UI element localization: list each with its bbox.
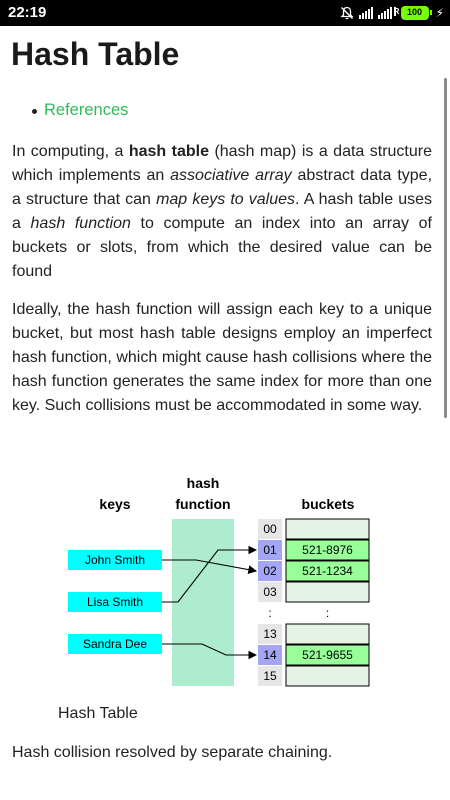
charging-icon: ⚡	[435, 6, 444, 20]
bucket-value: 521-8976	[302, 543, 353, 557]
hash-table-diagram-svg: keys hash function buckets 00 01 521-8976 02 521…	[68, 475, 370, 687]
bucket-cell	[285, 560, 370, 582]
figure-caption: Hash Table	[58, 705, 138, 722]
references-list: References	[32, 101, 129, 120]
bucket-cell	[285, 665, 370, 687]
index-cell	[258, 645, 282, 665]
status-bar: 22:19 R 100 ⚡	[0, 0, 450, 26]
references-link[interactable]: References	[44, 101, 129, 119]
status-time: 22:19	[8, 4, 47, 21]
john-smith-arrow	[162, 559, 258, 574]
index-label: 02	[263, 564, 277, 578]
index-label: 14	[263, 648, 277, 662]
italic-term: hash function	[30, 215, 131, 232]
index-label: 03	[263, 585, 277, 599]
signal-strength-roaming-icon: R	[377, 7, 399, 19]
key-label: John Smith	[85, 553, 145, 567]
index-label: 00	[263, 522, 277, 536]
keys-header: keys	[99, 496, 130, 512]
bucket-value: 521-9655	[302, 648, 353, 662]
lisa-smith-arrow	[162, 545, 258, 603]
hash-function-band	[172, 519, 234, 686]
key-box	[68, 550, 162, 570]
index-cell	[258, 582, 282, 602]
index-cell	[258, 561, 282, 581]
sandra-dee-arrow	[162, 643, 258, 660]
paragraph-text: (hash map) is a data structure which imp…	[12, 143, 433, 184]
status-icons: R 100 ⚡	[339, 4, 444, 22]
italic-term: map keys to values	[156, 191, 296, 208]
intro-paragraph: In computing, a hash table (hash map) is…	[12, 140, 432, 284]
paragraph-text: In computing, a	[12, 143, 129, 160]
battery-icon: 100	[400, 6, 432, 20]
index-cell	[258, 624, 282, 644]
index-ellipsis: :	[268, 606, 271, 620]
signal-strength-icon	[358, 7, 373, 19]
collision-paragraph: Ideally, the hash function will assign e…	[12, 301, 432, 414]
scrollbar[interactable]	[444, 78, 447, 418]
hash-function-header-line1: hash	[187, 475, 220, 491]
paragraph-text: to compute an index into an array of buc…	[12, 215, 433, 280]
index-cell	[258, 540, 282, 560]
index-label: 13	[263, 627, 277, 641]
index-cell	[258, 519, 282, 539]
hash-table-diagram: keys hash function buckets 00 01 521-8976 02 521…	[60, 470, 390, 690]
bucket-cell	[285, 581, 370, 603]
list-bullet	[32, 109, 37, 114]
page-title: Hash Table	[11, 36, 180, 72]
key-box	[68, 592, 162, 612]
hash-function-header-line2: function	[175, 496, 230, 512]
paragraph-text: . A hash table uses a	[12, 191, 433, 232]
paragraph-text: abstract data type, a structure that can	[12, 167, 433, 208]
key-box	[68, 634, 162, 654]
bold-term: hash table	[128, 143, 209, 160]
bucket-cell	[285, 644, 370, 666]
index-cell	[258, 666, 282, 686]
bell-muted-icon	[339, 6, 354, 20]
key-label: Sandra Dee	[83, 637, 147, 651]
bucket-cell	[285, 539, 370, 561]
bucket-value: 521-1234	[302, 564, 353, 578]
italic-term: associative array	[170, 167, 292, 184]
bucket-cell	[285, 623, 370, 645]
bucket-ellipsis: :	[326, 606, 329, 620]
bucket-cell	[285, 518, 370, 540]
index-label: 01	[263, 543, 277, 557]
key-label: Lisa Smith	[87, 595, 143, 609]
buckets-header: buckets	[302, 496, 355, 512]
figure-description: Hash collision resolved by separate chai…	[12, 744, 333, 761]
index-label: 15	[263, 669, 277, 683]
